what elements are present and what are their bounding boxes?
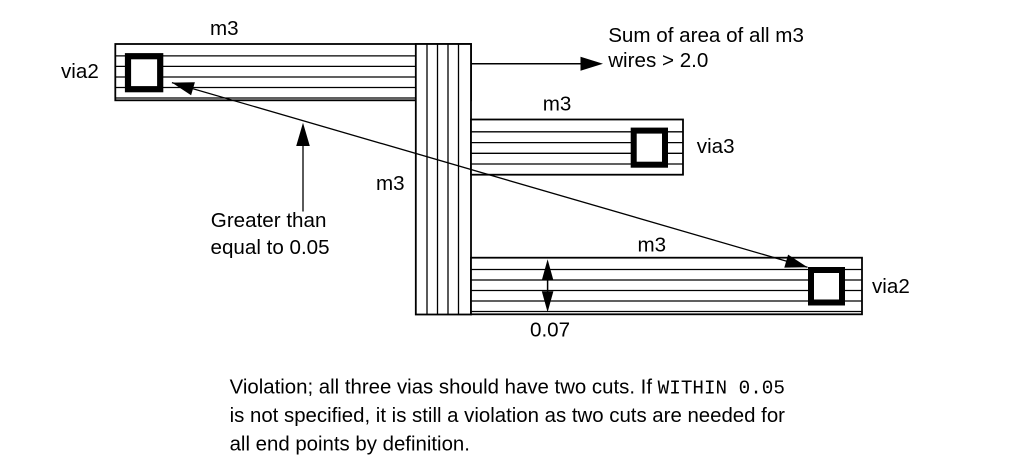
svg-text:Greater than: Greater than bbox=[211, 209, 327, 232]
svg-text:via2: via2 bbox=[61, 60, 99, 83]
svg-text:equal to 0.05: equal to 0.05 bbox=[211, 236, 330, 259]
svg-text:0.07: 0.07 bbox=[530, 319, 570, 342]
svg-text:m3: m3 bbox=[638, 234, 667, 257]
svg-text:m3: m3 bbox=[543, 93, 572, 116]
svg-text:is not specified, it is still: is not specified, it is still a violatio… bbox=[230, 405, 786, 427]
svg-text:via3: via3 bbox=[697, 135, 735, 158]
svg-text:wires > 2.0: wires > 2.0 bbox=[607, 49, 708, 72]
svg-text:all end points by definition.: all end points by definition. bbox=[230, 434, 470, 456]
svg-text:m3: m3 bbox=[376, 172, 405, 195]
svg-text:Violation; all three vias shou: Violation; all three vias should have tw… bbox=[230, 377, 785, 400]
svg-text:m3: m3 bbox=[210, 17, 239, 40]
svg-text:Sum of area of all m3: Sum of area of all m3 bbox=[608, 24, 804, 47]
svg-text:via2: via2 bbox=[872, 275, 910, 298]
